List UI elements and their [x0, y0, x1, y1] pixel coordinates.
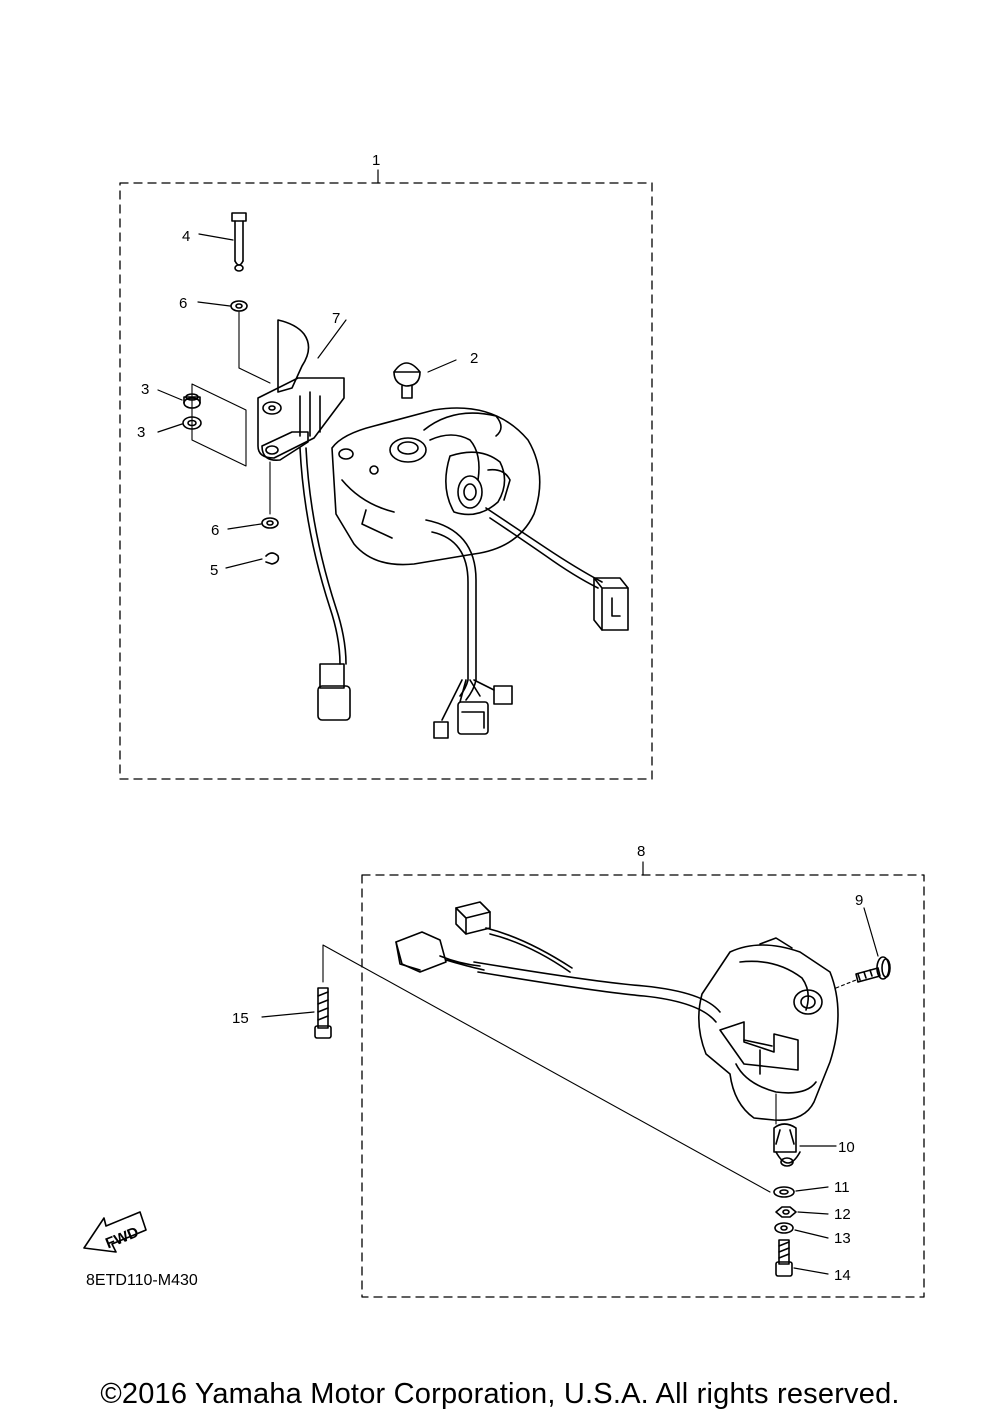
- callout-5: 5: [210, 562, 218, 579]
- holder-part: [773, 1123, 801, 1167]
- washer-13-part: [774, 1222, 794, 1234]
- callout-13: 13: [834, 1230, 851, 1247]
- housing-wire-a: [425, 519, 477, 701]
- callout-15: 15: [232, 1010, 249, 1027]
- diagram-reference-code: 8ETD110-M430: [86, 1272, 198, 1289]
- switch-housing-part: [331, 407, 541, 566]
- clip-part: [265, 552, 280, 565]
- nut-12-part: [775, 1206, 797, 1218]
- fwd-label: FWD: [103, 1224, 141, 1253]
- lever-bracket-part: [257, 319, 345, 462]
- housing-wire-b: [485, 507, 603, 583]
- screw-9-part: [855, 956, 891, 983]
- fwd-arrow-icon: FWD: [83, 1211, 147, 1253]
- bolt-14-part: [775, 1239, 793, 1277]
- callout-10: 10: [838, 1139, 855, 1156]
- callout-6-top: 6: [179, 295, 187, 312]
- lower-housing-part: [698, 937, 839, 1121]
- callout-7: 7: [332, 310, 340, 327]
- washer-top-part: [230, 300, 248, 312]
- washer-bottom-part: [261, 461, 279, 529]
- callout-12: 12: [834, 1206, 851, 1223]
- lever-connector: [317, 663, 351, 721]
- lever-wire: [299, 447, 341, 665]
- washer-11-part: [773, 1186, 795, 1198]
- callout-14: 14: [834, 1267, 851, 1284]
- right-connector: [593, 577, 629, 631]
- callout-3-upper: 3: [141, 381, 149, 398]
- copyright-notice: ©2016 Yamaha Motor Corporation, U.S.A. A…: [100, 1378, 900, 1410]
- bottom-connectors: [433, 679, 513, 739]
- pin-part: [231, 212, 247, 272]
- callout-11: 11: [834, 1179, 850, 1196]
- callout-3-lower: 3: [137, 424, 145, 441]
- callout-6-bottom: 6: [211, 522, 219, 539]
- callout-2: 2: [470, 350, 478, 367]
- upper-switch-assembly: [119, 169, 653, 780]
- screw-leader-line: [322, 944, 771, 1193]
- nuts-part: [182, 383, 247, 467]
- lower-connectors: [395, 901, 573, 973]
- callout-9: 9: [855, 892, 863, 909]
- lower-switch-assembly: [261, 861, 925, 1298]
- upper-assembly-box: [119, 182, 653, 780]
- push-button-part: [393, 362, 421, 399]
- screw-15-part: [314, 987, 332, 1039]
- callout-4: 4: [182, 228, 190, 245]
- callout-1: 1: [372, 152, 380, 169]
- callout-8: 8: [637, 843, 645, 860]
- lower-harness: [473, 961, 721, 1013]
